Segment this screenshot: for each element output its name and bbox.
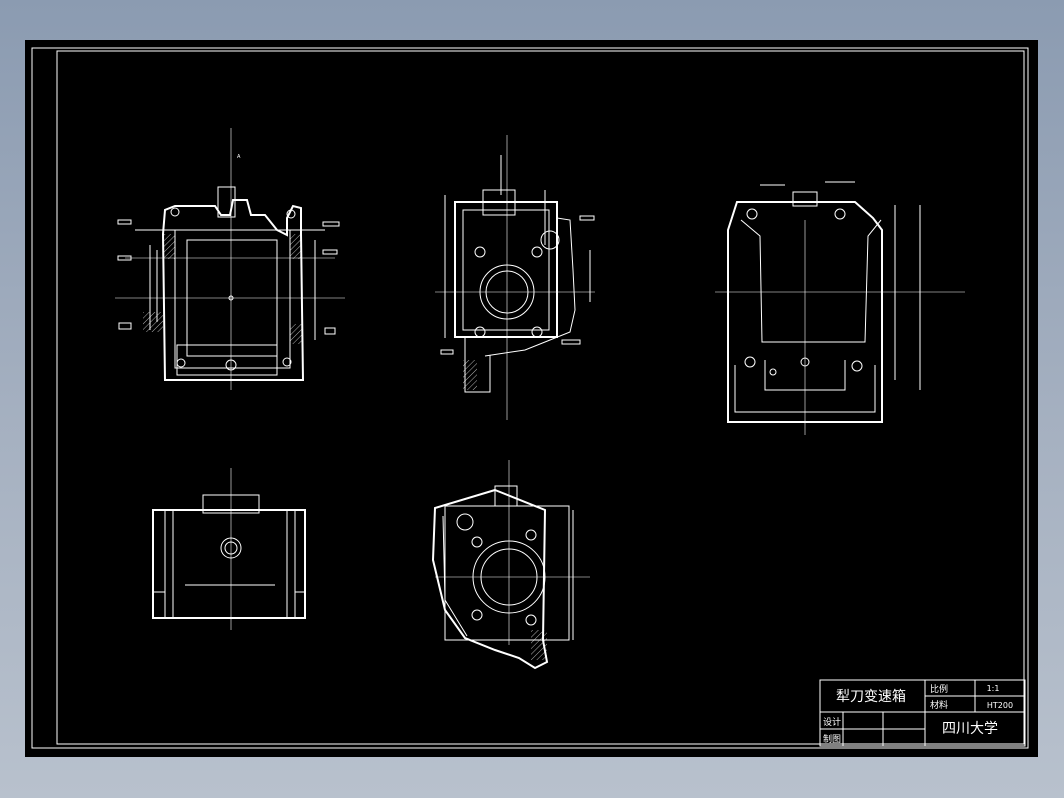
bottom-middle-view — [431, 460, 590, 670]
cad-viewport[interactable]: A — [25, 40, 1038, 757]
svg-text:A: A — [237, 154, 241, 160]
scale-value: 1:1 — [987, 684, 1000, 693]
inner-frame — [56, 50, 1025, 745]
bottom-left-view — [152, 468, 306, 630]
front-section-view: A — [115, 128, 345, 390]
top-view — [715, 181, 965, 435]
side-view — [435, 135, 595, 420]
material-label: 材料 — [930, 699, 948, 711]
title-block: 犁刀变速箱 比例 1:1 材料 HT200 设计 制图 四川大学 — [819, 679, 1026, 747]
scale-label: 比例 — [930, 683, 948, 695]
outer-frame — [31, 47, 1029, 749]
designer-label: 设计 — [823, 716, 841, 728]
part-name: 犁刀变速箱 — [836, 689, 906, 705]
material-value: HT200 — [987, 701, 1013, 710]
drafter-label: 制图 — [823, 733, 841, 745]
drawing-sheet: A — [31, 47, 1029, 749]
institution-name: 四川大学 — [942, 721, 998, 737]
